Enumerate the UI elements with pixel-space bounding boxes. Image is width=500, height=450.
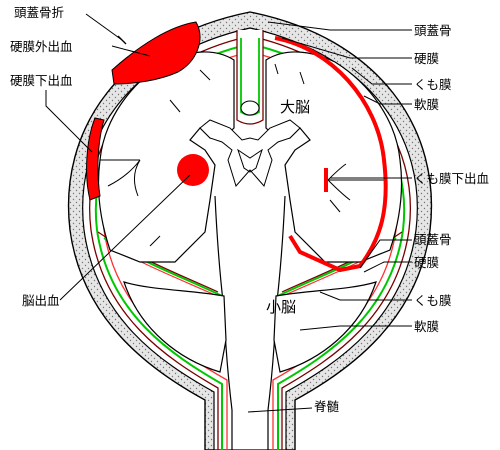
leader-dura-upper: [281, 37, 412, 59]
leader-spinal-cord: [247, 407, 313, 413]
label-subarachnoid-hemorrhage: くも膜下出血: [414, 171, 490, 186]
falx-tip: [240, 100, 260, 116]
brainstem: [214, 195, 286, 450]
leader-dura-lower: [363, 261, 412, 273]
label-skull-lower: 頭蓋骨: [414, 232, 452, 247]
falx-cerebri: [236, 30, 264, 125]
leader-pia-lower: [299, 325, 412, 331]
label-skull-upper: 頭蓋骨: [414, 23, 452, 38]
label-dura-upper: 硬膜: [414, 51, 440, 66]
subarachnoid-hemorrhage-arc: [274, 36, 388, 273]
leader-pia-upper: [363, 95, 412, 105]
cerebrum-right-sulci: [274, 63, 384, 213]
leader-epidural: [111, 45, 151, 57]
label-cerebrum: 大脳: [280, 98, 311, 116]
epidural-hemorrhage: [111, 21, 201, 85]
label-skull-fracture: 頭蓋骨折: [14, 5, 65, 20]
leader-skull-fracture: [85, 13, 123, 41]
third-ventricle: [237, 148, 263, 173]
leader-skull-lower: [359, 239, 412, 269]
label-cerebellum: 小脳: [266, 298, 297, 316]
label-pia-upper: 軟膜: [414, 97, 440, 112]
label-spinal-cord: 脊髄: [314, 399, 340, 414]
label-dura-lower: 硬膜: [414, 255, 440, 270]
label-subdural-hemorrhage: 硬膜下出血: [10, 73, 73, 88]
label-arachnoid-upper: くも膜: [414, 77, 452, 92]
label-intracerebral-hemorrhage: 脳出血: [22, 293, 60, 308]
leader-arachnoid-upper: [351, 67, 412, 85]
lateral-ventricles: [199, 119, 301, 188]
cerebellum: [123, 281, 227, 373]
leader-arachnoid-lower: [319, 291, 412, 301]
leader-lines: [45, 13, 412, 413]
leader-intracerebral: [59, 174, 191, 301]
label-epidural-hemorrhage: 硬膜外出血: [10, 39, 73, 54]
subdural-hemorrhage: [86, 117, 105, 201]
label-arachnoid-lower: くも膜: [414, 293, 452, 308]
leader-subdural: [45, 90, 93, 153]
label-pia-lower: 軟膜: [414, 319, 440, 334]
leader-skull-upper: [267, 21, 412, 31]
intracerebral-hemorrhage: [177, 154, 209, 186]
cerebrum-left-sulci: [100, 69, 211, 247]
